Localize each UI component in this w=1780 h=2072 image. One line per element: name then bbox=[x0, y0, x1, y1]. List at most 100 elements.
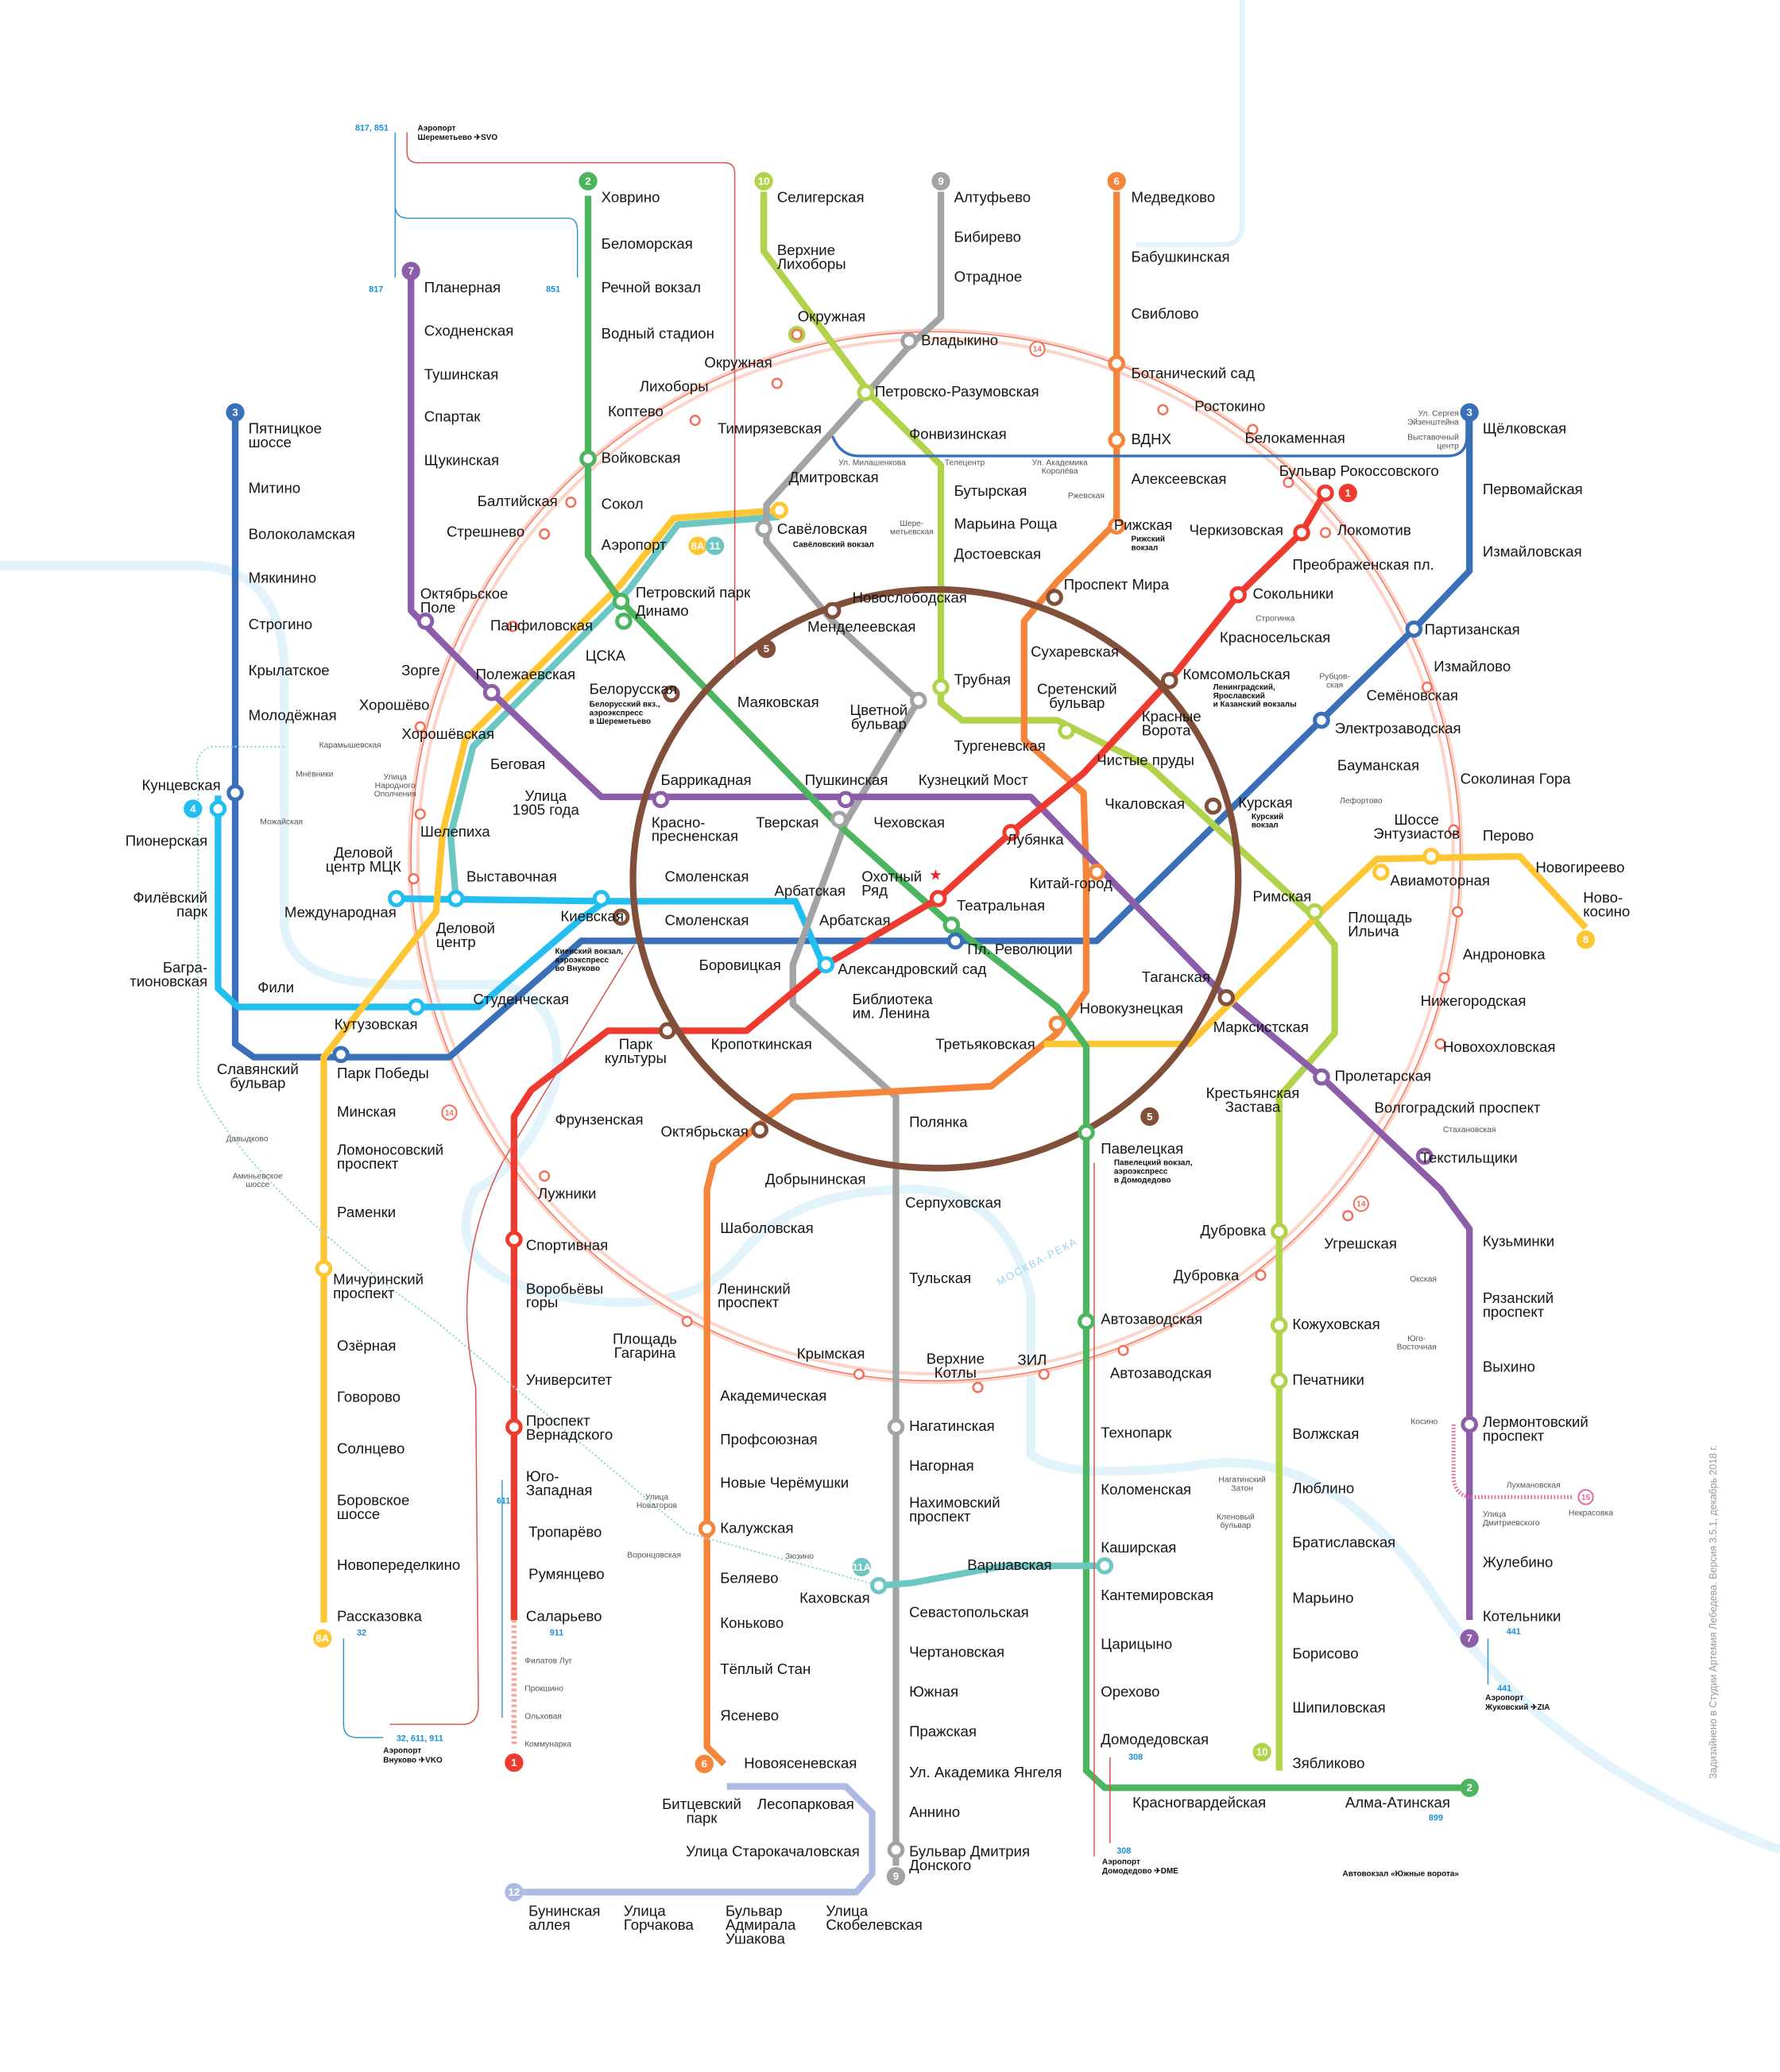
interchange-node[interactable] bbox=[1204, 797, 1222, 815]
station-label-l6[interactable]: Тургеневская bbox=[954, 737, 1046, 754]
station-label-l9[interactable]: Пражская bbox=[909, 1722, 977, 1739]
station-label-l4[interactable]: Выставочная bbox=[466, 868, 557, 884]
station-label-l14[interactable]: Угрешская bbox=[1324, 1235, 1397, 1252]
mcc-station-node[interactable] bbox=[408, 873, 420, 885]
station-label-l11a[interactable]: Варшавская bbox=[967, 1556, 1051, 1573]
station-label-l6[interactable]: Медведково bbox=[1131, 189, 1215, 206]
station-label-l9[interactable]: Боровицкая bbox=[699, 957, 781, 973]
station-label-l4[interactable]: Багра-тионовская bbox=[130, 959, 207, 989]
line-badge-12[interactable] bbox=[505, 1882, 524, 1902]
station-label-l11a[interactable]: Каховская bbox=[799, 1589, 870, 1606]
station-label-l1-planned[interactable]: Филатов Луг bbox=[524, 1656, 572, 1665]
station-label-l7[interactable]: Пушкинская bbox=[805, 771, 888, 788]
mcc-station-node[interactable] bbox=[1438, 972, 1450, 984]
station-label-l14[interactable]: Стрешнево bbox=[447, 523, 524, 539]
station-label-l9[interactable]: Тульская bbox=[909, 1270, 971, 1286]
interchange-node[interactable] bbox=[929, 890, 947, 907]
interchange-node[interactable] bbox=[1313, 711, 1330, 729]
station-label-planned[interactable]: Строгинка bbox=[1256, 614, 1295, 623]
station-label-l6[interactable]: Алексеевская bbox=[1131, 470, 1226, 487]
station-label-l2[interactable]: Красногвардейская bbox=[1132, 1794, 1266, 1811]
interchange-node[interactable] bbox=[751, 1121, 769, 1138]
station-label-l9[interactable]: Южная bbox=[909, 1683, 958, 1699]
station-label-l10[interactable]: Окружная bbox=[798, 307, 865, 324]
interchange-node[interactable] bbox=[226, 784, 244, 802]
station-label-l2[interactable]: Войковская bbox=[602, 449, 681, 466]
station-label-l2[interactable]: Беломорская bbox=[602, 235, 693, 252]
station-label-l10[interactable]: Зябликово bbox=[1292, 1754, 1364, 1771]
interchange-node[interactable] bbox=[817, 956, 835, 974]
mcc-station-node[interactable] bbox=[414, 721, 426, 733]
station-label-l3[interactable]: Партизанская bbox=[1425, 620, 1520, 637]
station-label-l1[interactable]: Румянцево bbox=[528, 1565, 604, 1582]
interchange-node[interactable] bbox=[592, 890, 610, 907]
station-label-l6[interactable]: Сухаревская bbox=[1031, 644, 1119, 660]
line-badge-11a[interactable] bbox=[852, 1557, 871, 1577]
station-label-l14[interactable]: Лихоборы bbox=[640, 377, 709, 394]
station-label-l1[interactable]: Красносельская bbox=[1220, 628, 1330, 645]
station-label-l3[interactable]: Бауманская bbox=[1337, 757, 1419, 774]
station-label-l7[interactable]: Кузнецкий Мост bbox=[919, 771, 1028, 788]
station-label-planned[interactable]: Зюзино bbox=[785, 1552, 814, 1561]
station-label-l7[interactable]: Сходненская bbox=[424, 323, 514, 339]
station-label-l6[interactable]: Рижская bbox=[1114, 516, 1173, 533]
station-label-l6[interactable]: Ясенево bbox=[720, 1707, 779, 1723]
interchange-node[interactable] bbox=[946, 932, 965, 950]
mcc-station-node[interactable] bbox=[1117, 1344, 1129, 1356]
station-label-l10[interactable]: Селигерская bbox=[777, 189, 865, 206]
station-label-l3[interactable]: Митино bbox=[249, 479, 300, 496]
station-label-l3[interactable]: Крылатское bbox=[249, 662, 330, 678]
station-label-l7[interactable]: Пролетарская bbox=[1335, 1067, 1432, 1084]
station-label-l8a[interactable]: Петровский парк bbox=[636, 584, 751, 601]
interchange-node[interactable] bbox=[909, 691, 927, 709]
station-label-l9[interactable]: Владыкино bbox=[921, 331, 998, 348]
station-label-l3[interactable]: Волоколамская bbox=[249, 526, 355, 543]
station-label-l7[interactable]: Спартак bbox=[424, 408, 481, 425]
station-label-l6[interactable]: Тёплый Стан bbox=[720, 1660, 811, 1677]
station-label-l1[interactable]: Университет bbox=[526, 1371, 613, 1388]
station-label-l14[interactable]: Нижегородская bbox=[1421, 992, 1527, 1009]
station-label-l9[interactable]: Севастопольская bbox=[909, 1604, 1029, 1621]
mcc-station-node[interactable] bbox=[1319, 527, 1332, 539]
station-label-l2[interactable]: Царицыно bbox=[1101, 1636, 1172, 1653]
station-label-l2[interactable]: Кантемировская bbox=[1101, 1587, 1213, 1603]
station-label-l14[interactable]: Крымская bbox=[797, 1345, 865, 1362]
line-badge-8[interactable] bbox=[1576, 930, 1596, 949]
station-label-l8a[interactable]: Озёрная bbox=[337, 1337, 396, 1354]
line-badge-10[interactable] bbox=[754, 172, 773, 191]
station-label-l4[interactable]: Пионерская bbox=[126, 832, 207, 849]
line-badge-8a[interactable] bbox=[688, 536, 707, 555]
station-label-l2[interactable]: Театральная bbox=[957, 897, 1045, 914]
station-label-l1[interactable]: Чистые пруды bbox=[1097, 752, 1194, 768]
station-label-l12[interactable]: Улица Старокачаловская bbox=[686, 1843, 860, 1860]
station-label-l10[interactable]: Кожуховская bbox=[1292, 1316, 1380, 1332]
station-label-l2[interactable]: Домодедовская bbox=[1101, 1730, 1209, 1747]
station-label-planned[interactable]: Рубцов-ская bbox=[1319, 671, 1349, 690]
station-label-l6[interactable]: ВДНХ bbox=[1131, 431, 1171, 447]
line-badge-4[interactable] bbox=[184, 799, 203, 818]
mcc-station-node[interactable] bbox=[791, 328, 803, 341]
interchange-node[interactable] bbox=[388, 890, 405, 907]
line-badge-9[interactable] bbox=[886, 1866, 906, 1886]
station-label-l9[interactable]: Аннино bbox=[909, 1803, 960, 1820]
line-badge-2[interactable] bbox=[1460, 1778, 1479, 1797]
station-label-monorail[interactable]: Телецентр bbox=[945, 458, 985, 467]
station-label-planned[interactable]: Воронцовская bbox=[627, 1551, 681, 1560]
interchange-node[interactable] bbox=[315, 1259, 333, 1278]
interchange-node[interactable] bbox=[1058, 722, 1075, 740]
